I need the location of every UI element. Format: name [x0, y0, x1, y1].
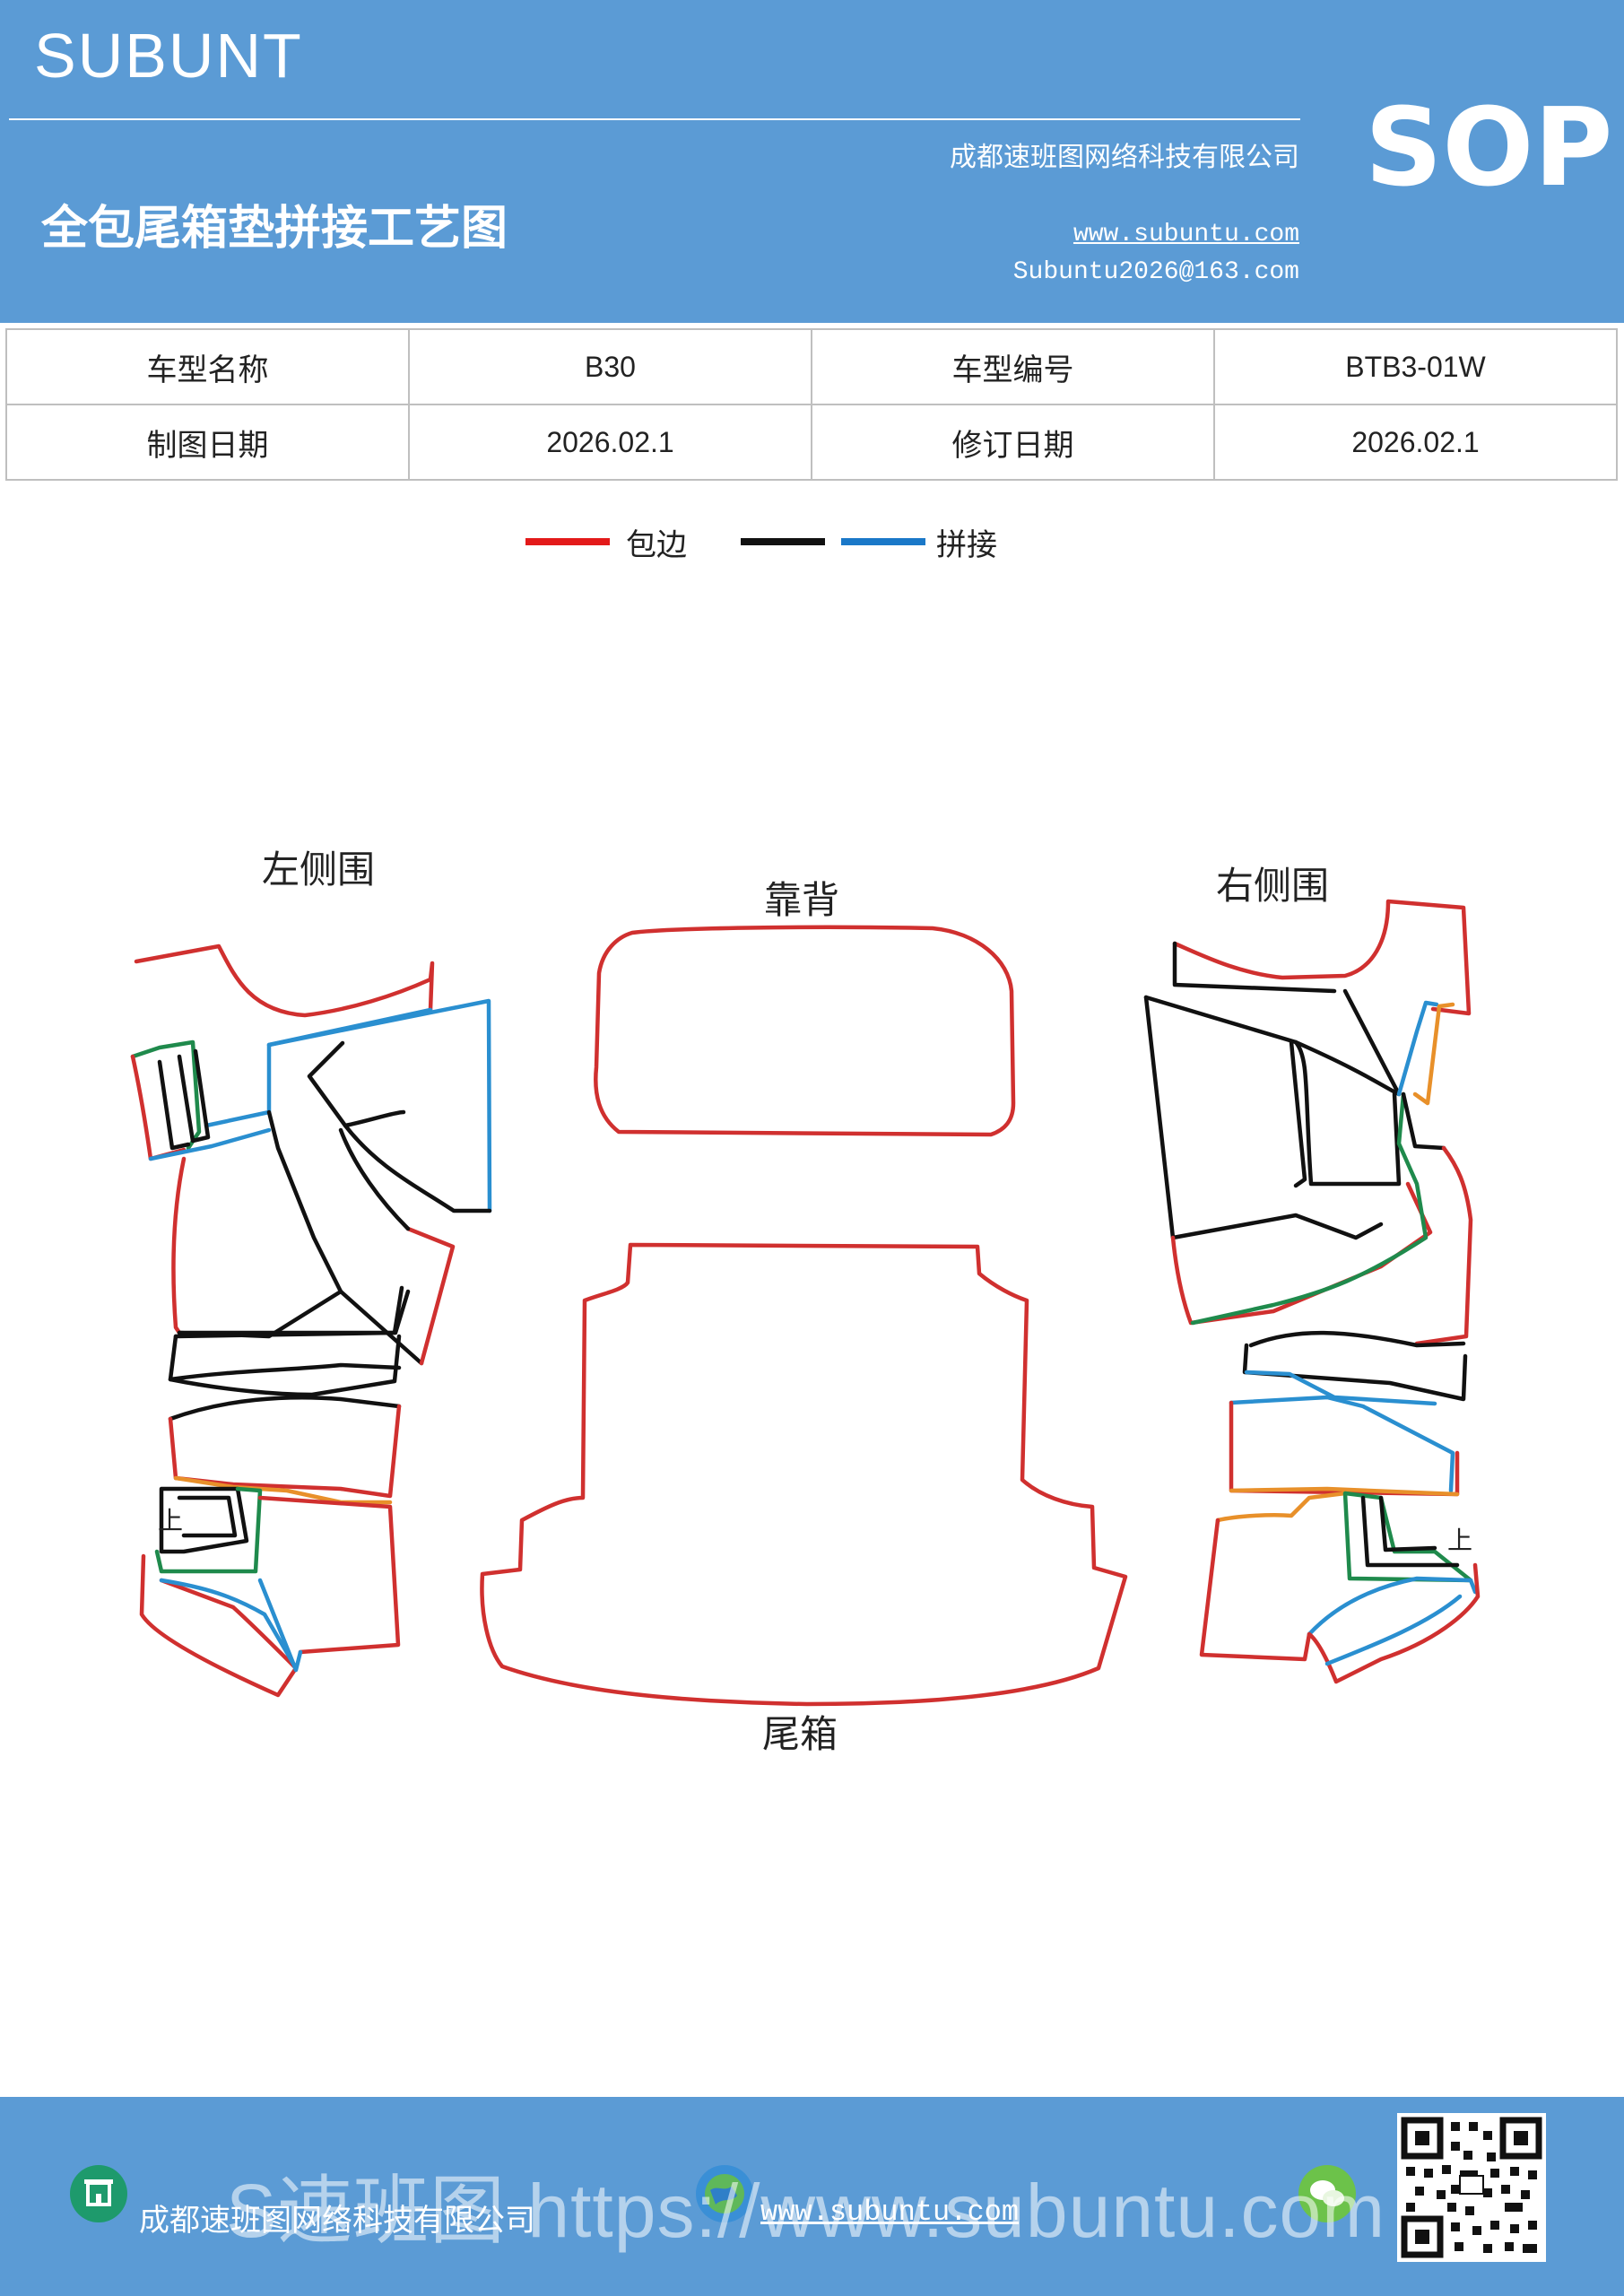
footer-company-name: 成都速班图网络科技有限公司 — [139, 2203, 535, 2239]
company-name: 成都速班图网络科技有限公司 — [950, 142, 1299, 173]
drawing-date-label: 制图日期 — [5, 404, 410, 481]
model-code-label: 车型编号 — [811, 328, 1215, 405]
left-side-label: 左侧围 — [262, 848, 376, 891]
model-name-value: B30 — [408, 328, 812, 405]
model-code-value: BTB3-01W — [1213, 328, 1618, 405]
header-banner: SUBUNT 全包尾箱垫拼接工艺图 成都速班图网络科技有限公司 www.subu… — [0, 0, 1624, 323]
trunk-label: 尾箱 — [762, 1712, 838, 1756]
sop-badge: SOP — [1365, 86, 1613, 211]
footer-watermark: S速班图 https://www.subuntu.com — [226, 2169, 1386, 2253]
footer-website-link[interactable]: www.subuntu.com — [760, 2196, 1020, 2229]
legend-edge-label: 包边 — [626, 527, 687, 563]
trunk-panel — [480, 1242, 1128, 1707]
brand-logo-text: SUBUNT — [34, 21, 303, 91]
line-legend: 包边 拼接 — [0, 520, 1624, 574]
splice-diagram: 左侧围 靠背 右侧围 尾箱 上 上 — [0, 807, 1624, 1794]
left-side-panel — [130, 944, 492, 1698]
qr-code-icon[interactable] — [1397, 2113, 1546, 2262]
table-row: 制图日期 2026.02.1 修订日期 2026.02.1 — [5, 404, 1618, 481]
right-side-label: 右侧围 — [1216, 864, 1330, 908]
drawing-date-value: 2026.02.1 — [408, 404, 812, 481]
document-title: 全包尾箱垫拼接工艺图 — [41, 201, 508, 256]
table-row: 车型名称 B30 车型编号 BTB3-01W — [5, 328, 1618, 405]
legend-splice-label: 拼接 — [936, 527, 997, 563]
globe-icon — [696, 2165, 753, 2222]
revision-date-label: 修订日期 — [811, 404, 1215, 481]
diagram-canvas — [130, 899, 1481, 1707]
footer-banner: S速班图 https://www.subuntu.com 成都速班图网络科技有限… — [0, 2097, 1624, 2296]
wechat-icon — [1298, 2165, 1356, 2222]
header-divider — [9, 118, 1300, 120]
up-marker-left: 上 — [158, 1506, 184, 1535]
legend-splice-black-swatch — [741, 538, 825, 545]
vehicle-info-table: 车型名称 B30 车型编号 BTB3-01W 制图日期 2026.02.1 修订… — [5, 328, 1618, 481]
revision-date-value: 2026.02.1 — [1213, 404, 1618, 481]
company-email: Subuntu2026@163.com — [1012, 258, 1299, 286]
up-marker-right: 上 — [1447, 1526, 1473, 1555]
right-side-panel — [1143, 899, 1481, 1684]
legend-splice-blue-swatch — [841, 538, 925, 545]
legend-edge-swatch — [525, 538, 610, 545]
company-website-link[interactable]: www.subuntu.com — [1073, 221, 1299, 248]
model-name-label: 车型名称 — [5, 328, 410, 405]
backrest-panel — [594, 925, 1016, 1137]
backrest-label: 靠背 — [764, 878, 840, 922]
building-icon — [70, 2165, 127, 2222]
